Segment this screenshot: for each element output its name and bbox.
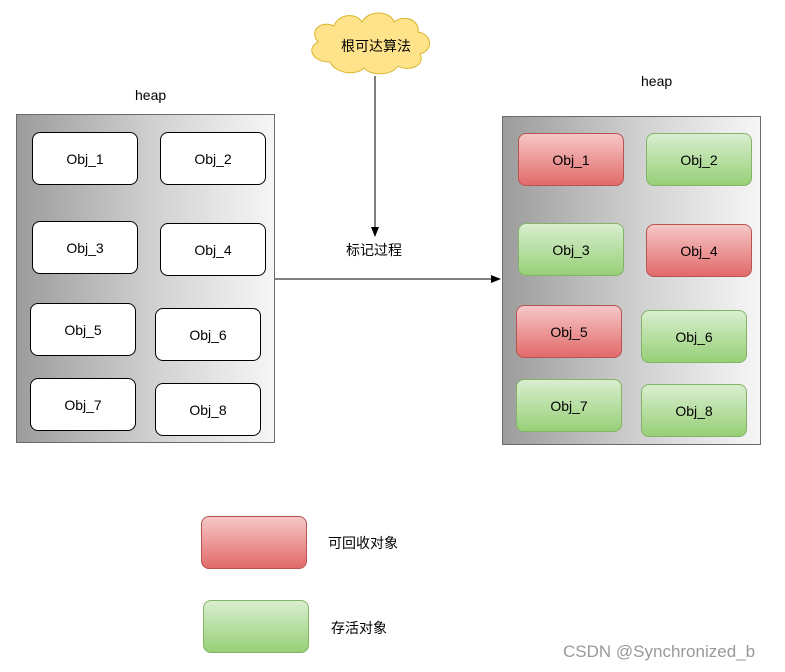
- right-obj-8: Obj_8: [641, 384, 747, 437]
- left-obj-1: Obj_1: [32, 132, 138, 185]
- watermark: CSDN @Synchronized_b: [563, 642, 756, 661]
- left-heap-title: heap: [135, 87, 167, 103]
- right-obj-3: Obj_3: [518, 223, 624, 276]
- legend-recyclable-label: 可回收对象: [328, 535, 398, 551]
- left-obj-4: Obj_4: [160, 223, 266, 276]
- left-obj-3: Obj_3: [32, 221, 138, 274]
- left-obj-7: Obj_7: [30, 378, 136, 431]
- legend-recyclable-swatch: [201, 516, 307, 569]
- legend-alive-label: 存活对象: [331, 620, 387, 636]
- cloud-label: 根可达算法: [341, 38, 411, 54]
- left-obj-5: Obj_5: [30, 303, 136, 356]
- left-obj-8: Obj_8: [155, 383, 261, 436]
- left-obj-2: Obj_2: [160, 132, 266, 185]
- cloud-shape: [311, 12, 430, 75]
- arrow-label: 标记过程: [346, 242, 402, 258]
- right-obj-7: Obj_7: [516, 379, 622, 432]
- right-obj-1: Obj_1: [518, 133, 624, 186]
- right-obj-4: Obj_4: [646, 224, 752, 277]
- right-heap-title: heap: [641, 73, 673, 89]
- legend-alive-swatch: [203, 600, 309, 653]
- left-obj-6: Obj_6: [155, 308, 261, 361]
- right-obj-5: Obj_5: [516, 305, 622, 358]
- right-obj-2: Obj_2: [646, 133, 752, 186]
- right-obj-6: Obj_6: [641, 310, 747, 363]
